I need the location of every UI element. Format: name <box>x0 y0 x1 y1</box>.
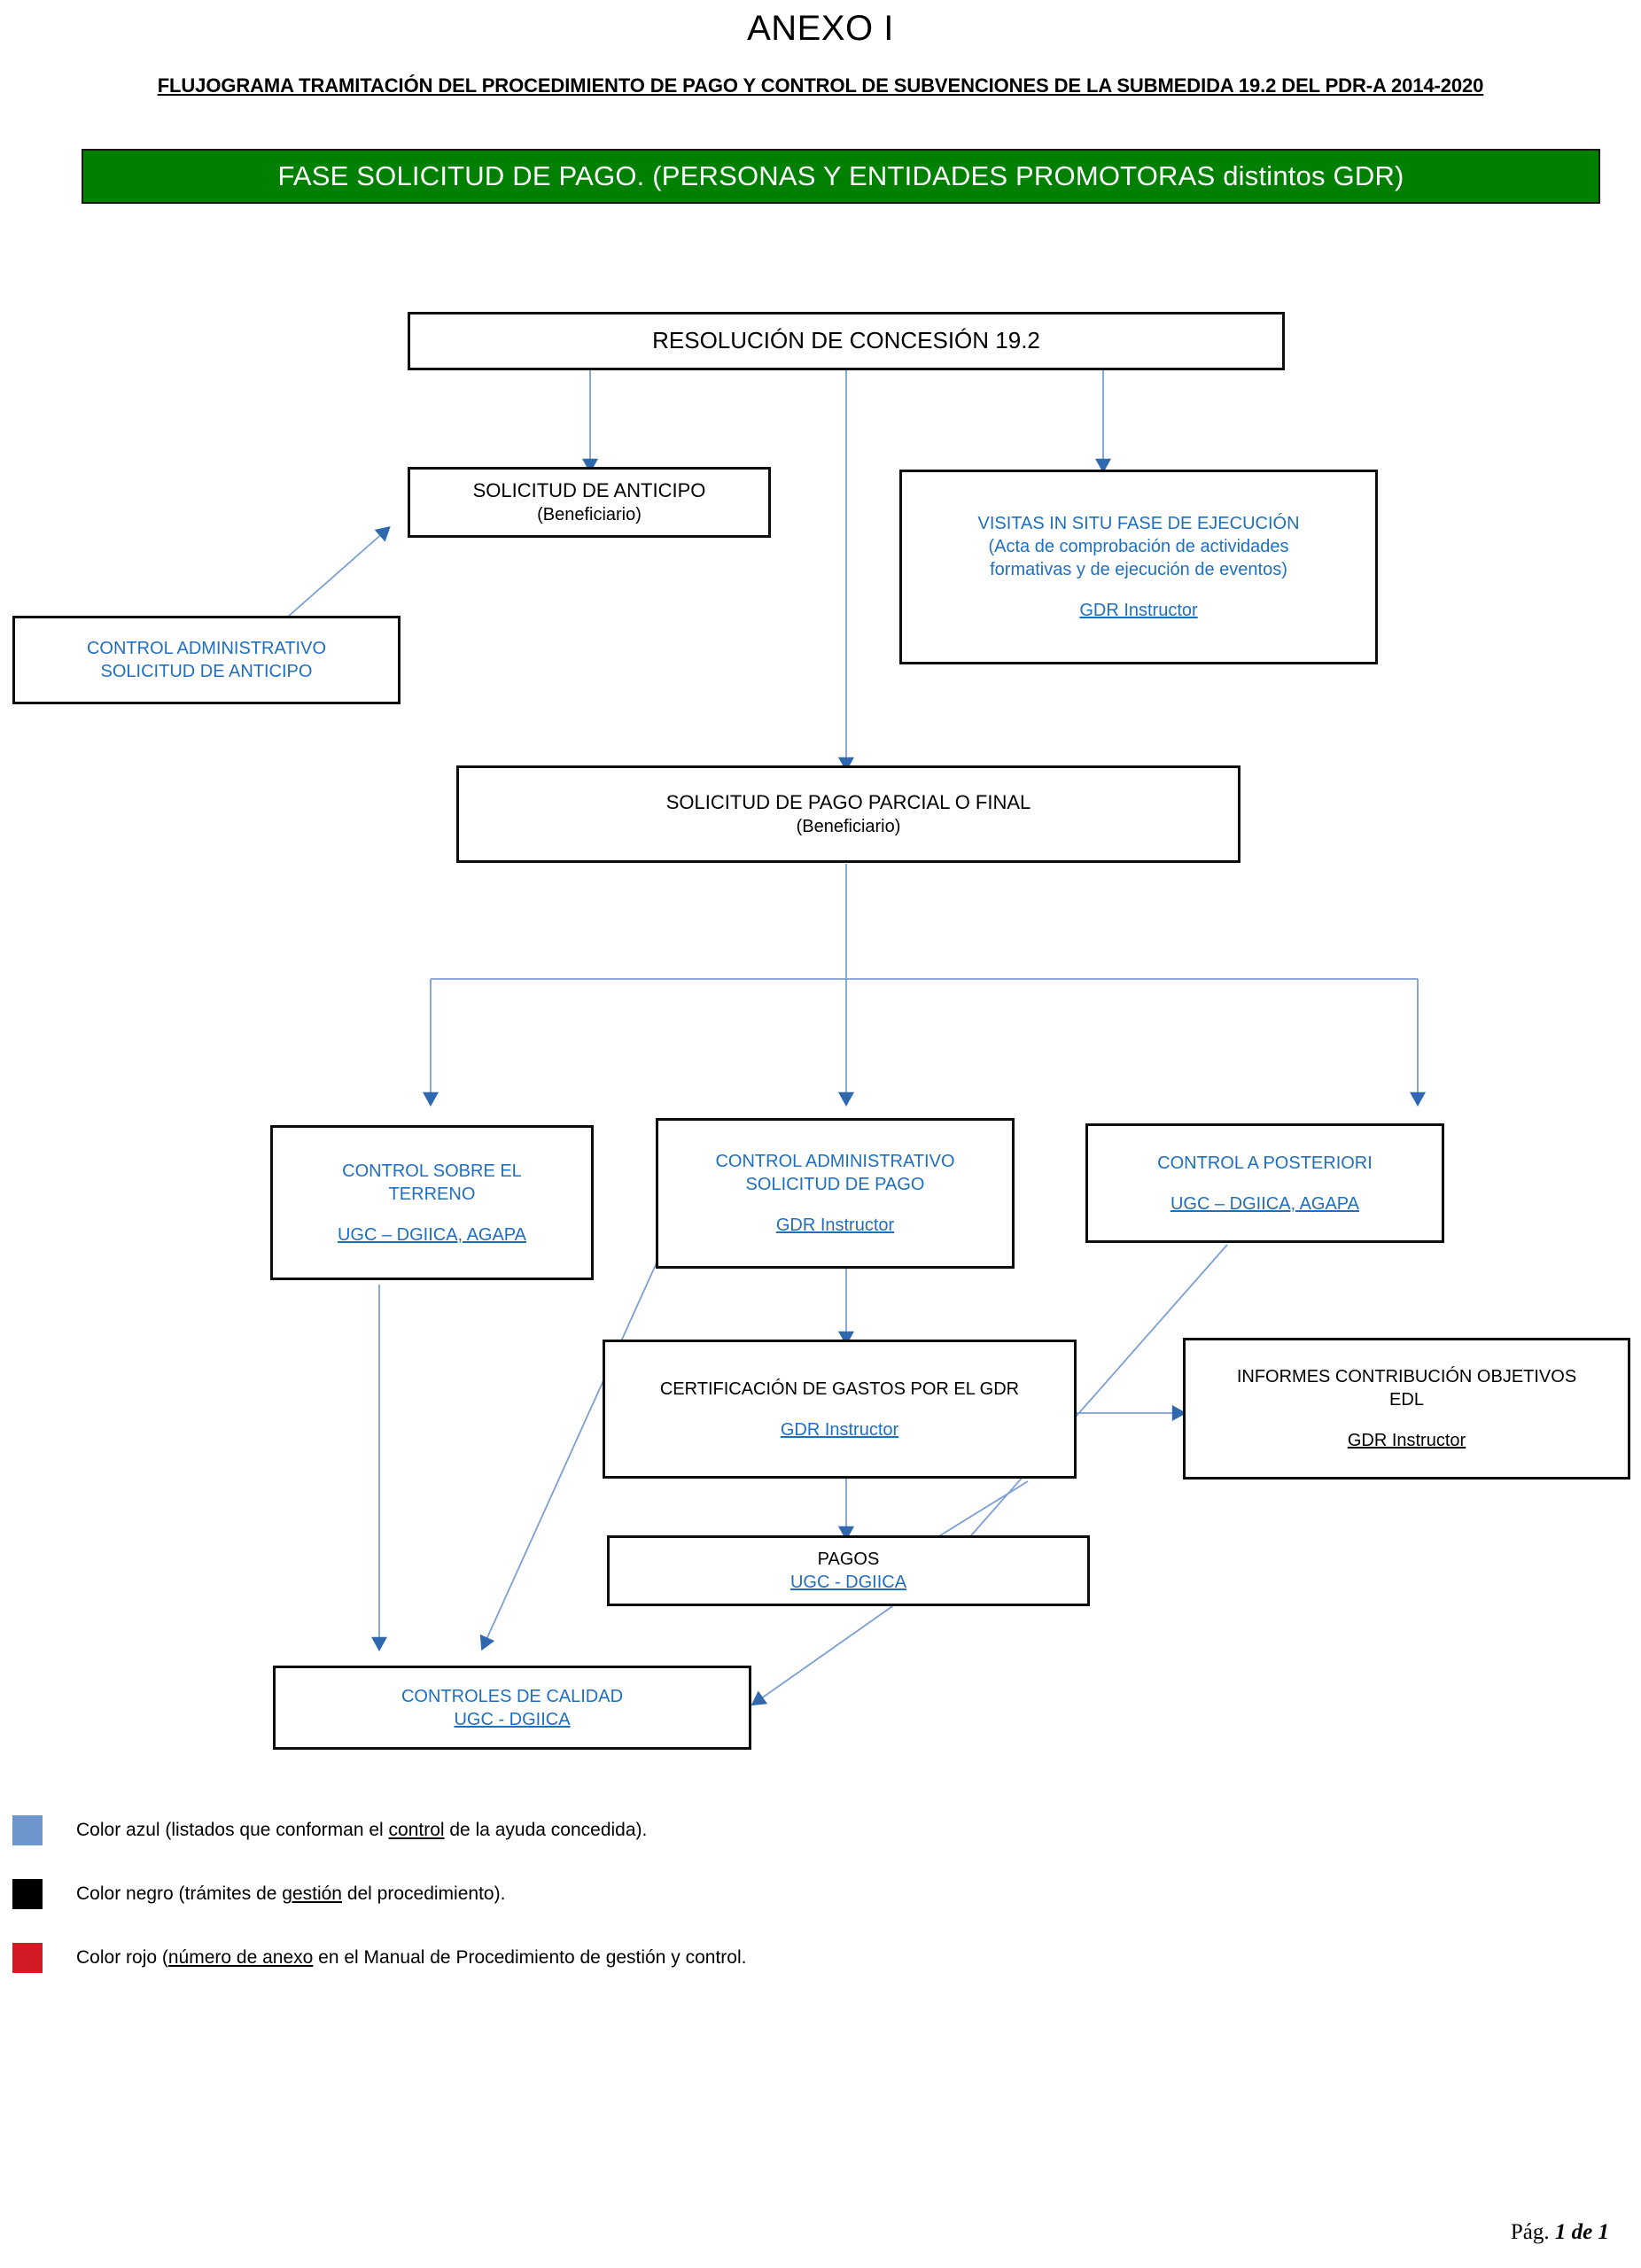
node-resolucion-title: RESOLUCIÓN DE CONCESIÓN 19.2 <box>652 327 1040 354</box>
legend-label-blue: Color azul (listados que conforman el co… <box>76 1819 647 1841</box>
node-pagos-actor: UGC - DGIICA <box>789 1573 907 1592</box>
legend-black-underlined: gestión <box>282 1884 342 1905</box>
node-informes-line1: INFORMES CONTRIBUCIÓN OBJETIVOS <box>1236 1367 1577 1386</box>
node-controles-calidad[interactable]: CONTROLES DE CALIDAD UGC - DGIICA <box>273 1666 751 1750</box>
node-control-terreno-actor: UGC – DGIICA, AGAPA <box>337 1224 527 1245</box>
node-controles-calidad-actor: UGC - DGIICA <box>454 1709 571 1729</box>
node-control-admin-solicitud-pago[interactable]: CONTROL ADMINISTRATIVO SOLICITUD DE PAGO… <box>656 1118 1015 1269</box>
footer-page-number: 1 de 1 <box>1554 2220 1609 2244</box>
node-pagos-title: PAGOS <box>817 1550 880 1569</box>
legend-label-black: Color negro (trámites de gestión del pro… <box>76 1883 505 1905</box>
node-control-admin-pago-line1: CONTROL ADMINISTRATIVO <box>715 1152 955 1171</box>
node-control-a-posteriori[interactable]: CONTROL A POSTERIORI UGC – DGIICA, AGAPA <box>1085 1123 1444 1243</box>
legend-black-post: del procedimiento). <box>341 1884 506 1905</box>
legend-black-pre: Color negro (trámites de <box>76 1884 283 1905</box>
node-controles-calidad-title: CONTROLES DE CALIDAD <box>401 1686 624 1706</box>
legend-red-pre: Color rojo ( <box>76 1947 168 1969</box>
node-control-admin-pago-actor: GDR Instructor <box>775 1216 895 1235</box>
footer-prefix: Pág. <box>1510 2220 1555 2244</box>
node-control-admin-anticipo-line2: SOLICITUD DE ANTICIPO <box>100 662 313 681</box>
node-solicitud-pago-parcial-final[interactable]: SOLICITUD DE PAGO PARCIAL O FINAL (Benef… <box>456 765 1240 863</box>
phase-banner: FASE SOLICITUD DE PAGO. (PERSONAS Y ENTI… <box>82 149 1600 204</box>
node-pagos[interactable]: PAGOS UGC - DGIICA <box>607 1535 1090 1606</box>
node-visitas-in-situ[interactable]: VISITAS IN SITU FASE DE EJECUCIÓN (Acta … <box>899 470 1378 664</box>
node-control-posteriori-actor: UGC – DGIICA, AGAPA <box>1170 1193 1360 1214</box>
node-control-sobre-terreno[interactable]: CONTROL SOBRE EL TERRENO UGC – DGIICA, A… <box>270 1125 594 1280</box>
legend-blue-post: de la ayuda concedida). <box>444 1820 648 1841</box>
node-resolucion-concesion[interactable]: RESOLUCIÓN DE CONCESIÓN 19.2 <box>408 312 1285 370</box>
node-control-posteriori-title: CONTROL A POSTERIORI <box>1157 1153 1373 1173</box>
node-informes-line2: EDL <box>1389 1390 1424 1410</box>
node-visitas-title: VISITAS IN SITU FASE DE EJECUCIÓN <box>977 514 1300 533</box>
node-control-terreno-line2: TERRENO <box>388 1184 476 1204</box>
node-informes-contribucion-objetivos[interactable]: INFORMES CONTRIBUCIÓN OBJETIVOS EDL GDR … <box>1183 1338 1630 1480</box>
page-footer: Pág. 1 de 1 <box>1511 2220 1609 2245</box>
document-subtitle: FLUJOGRAMA TRAMITACIÓN DEL PROCEDIMIENTO… <box>157 74 1484 97</box>
legend-blue-underlined: control <box>388 1820 445 1841</box>
node-control-admin-anticipo-line1: CONTROL ADMINISTRATIVO <box>86 639 327 658</box>
legend: Color azul (listados que conforman el co… <box>0 1798 1641 1990</box>
node-certificacion-gastos[interactable]: CERTIFICACIÓN DE GASTOS POR EL GDR GDR I… <box>603 1340 1077 1479</box>
node-certificacion-title: CERTIFICACIÓN DE GASTOS POR EL GDR <box>659 1379 1020 1399</box>
legend-item-azul: Color azul (listados que conforman el co… <box>0 1798 1641 1862</box>
legend-swatch-black <box>12 1879 43 1909</box>
node-visitas-line2: (Acta de comprobación de actividades <box>988 537 1289 556</box>
node-solicitud-pago-actor: (Beneficiario) <box>796 817 901 837</box>
node-solicitud-pago-title: SOLICITUD DE PAGO PARCIAL O FINAL <box>665 790 1031 813</box>
node-control-admin-anticipo[interactable]: CONTROL ADMINISTRATIVO SOLICITUD DE ANTI… <box>12 616 401 704</box>
legend-red-underlined: número de anexo <box>167 1947 314 1969</box>
legend-item-rojo: Color rojo (número de anexo en el Manual… <box>0 1926 1641 1990</box>
legend-blue-pre: Color azul (listados que conforman el <box>76 1820 389 1841</box>
node-control-admin-pago-line2: SOLICITUD DE PAGO <box>745 1175 925 1194</box>
legend-red-post: en el Manual de Procedimiento de gestión… <box>313 1947 747 1969</box>
node-control-terreno-line1: CONTROL SOBRE EL <box>342 1161 522 1181</box>
node-certificacion-actor: GDR Instructor <box>780 1419 899 1440</box>
legend-swatch-red <box>12 1943 43 1973</box>
legend-label-red: Color rojo (número de anexo en el Manual… <box>76 1946 746 1969</box>
legend-swatch-blue <box>12 1815 43 1845</box>
phase-banner-label: FASE SOLICITUD DE PAGO. (PERSONAS Y ENTI… <box>277 160 1404 191</box>
legend-item-negro: Color negro (trámites de gestión del pro… <box>0 1862 1641 1926</box>
page-title: ANEXO I <box>747 9 894 48</box>
node-solicitud-anticipo[interactable]: SOLICITUD DE ANTICIPO (Beneficiario) <box>408 467 771 538</box>
node-solicitud-anticipo-title: SOLICITUD DE ANTICIPO <box>472 478 706 501</box>
node-informes-actor: GDR Instructor <box>1347 1431 1466 1450</box>
node-visitas-actor: GDR Instructor <box>1079 601 1198 620</box>
node-visitas-line3: formativas y de ejecución de eventos) <box>990 560 1287 579</box>
node-solicitud-anticipo-actor: (Beneficiario) <box>537 505 642 525</box>
